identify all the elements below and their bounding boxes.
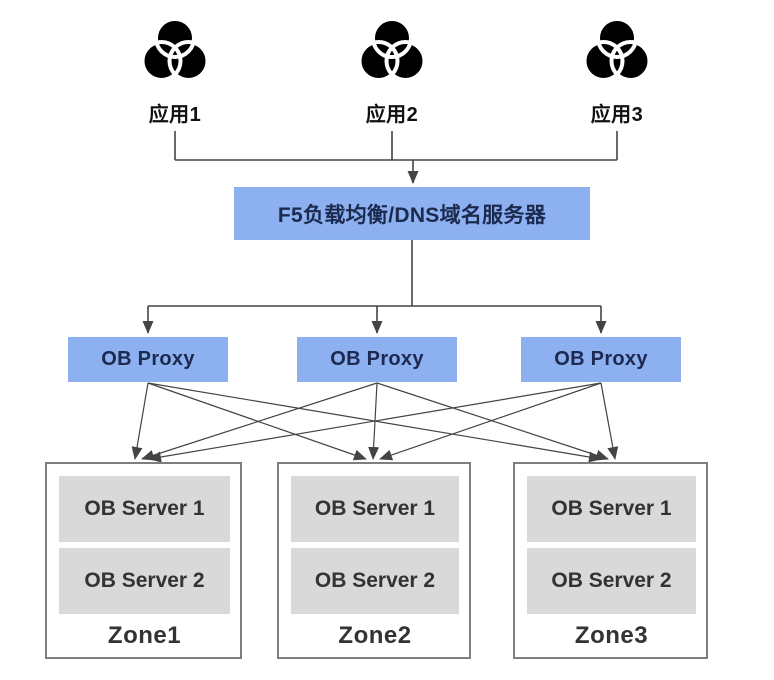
zone-box-3: OB Server 1 OB Server 2 Zone3 (513, 462, 708, 659)
ob-proxy-box-3: OB Proxy (521, 337, 681, 382)
app-node-2: 应用2 (312, 18, 472, 127)
app-node-3: 应用3 (537, 18, 697, 127)
ob-server-box: OB Server 2 (291, 548, 459, 614)
proxy2-zone1-arrow (141, 382, 378, 461)
venn-circles-icon (140, 18, 210, 82)
proxy1-zone3-arrow (147, 382, 602, 463)
zone-box-1: OB Server 1 OB Server 2 Zone1 (45, 462, 242, 659)
proxy2-zone3-arrow (376, 382, 609, 461)
load-balancer-label: F5负载均衡/DNS域名服务器 (277, 203, 547, 227)
venn-circles-icon (582, 18, 652, 82)
zone-label: Zone1 (107, 621, 182, 649)
ob-proxy-box-2: OB Proxy (297, 337, 457, 382)
zone-label: Zone3 (574, 621, 649, 649)
ob-server-box: OB Server 2 (527, 548, 696, 614)
ob-server-box: OB Server 1 (527, 476, 696, 542)
venn-circles-icon (357, 18, 427, 82)
load-balancer-box: F5负载均衡/DNS域名服务器 (234, 187, 590, 240)
app-label: 应用2 (365, 104, 419, 126)
zone-box-2: OB Server 1 OB Server 2 Zone2 (277, 462, 471, 659)
proxy2-zone2-arrow (368, 382, 380, 460)
proxy3-zone3-arrow (600, 382, 619, 460)
app-label: 应用3 (590, 104, 644, 126)
f5-bus-line (148, 240, 601, 307)
ob-proxy-label: OB Proxy (330, 348, 424, 370)
proxy1-zone1-arrow (131, 382, 149, 460)
ob-proxy-box-1: OB Proxy (68, 337, 228, 382)
app-node-1: 应用1 (95, 18, 255, 127)
ob-server-box: OB Server 2 (59, 548, 230, 614)
proxy3-zone2-arrow (379, 382, 602, 461)
zone-label: Zone2 (338, 621, 412, 649)
ob-server-box: OB Server 1 (291, 476, 459, 542)
app-label: 应用1 (148, 104, 202, 126)
apps-bus-line (174, 131, 618, 161)
ob-proxy-label: OB Proxy (554, 348, 648, 370)
ob-server-box: OB Server 1 (59, 476, 230, 542)
ob-proxy-label: OB Proxy (101, 348, 195, 370)
proxy3-zone1-arrow (148, 382, 602, 463)
proxy1-zone2-arrow (147, 382, 367, 461)
